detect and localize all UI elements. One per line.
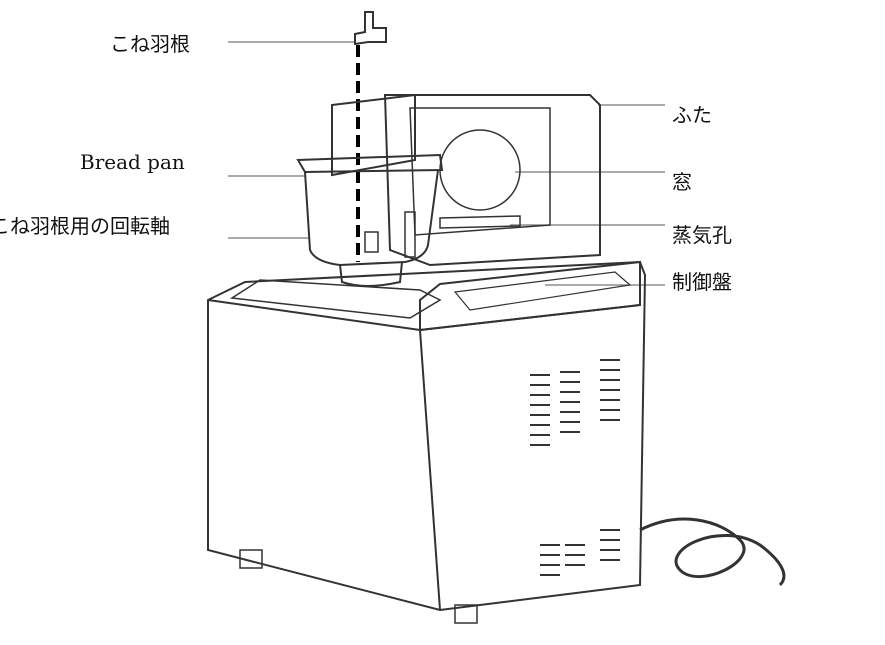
lid xyxy=(383,94,601,267)
label-lid: ふた xyxy=(672,103,712,127)
air-vents xyxy=(530,359,620,576)
label-window: 窓 xyxy=(672,170,692,194)
steam-vent xyxy=(439,215,521,229)
leader-lines xyxy=(228,41,665,286)
control-panel xyxy=(419,260,641,332)
window xyxy=(439,129,521,211)
blade-shaft xyxy=(364,231,379,253)
label-kneading-blade: こね羽根 xyxy=(110,32,190,56)
power-cord xyxy=(639,517,786,587)
bread-pan xyxy=(296,93,444,287)
label-steam-vent: 蒸気孔 xyxy=(672,223,732,247)
label-blade-shaft: こね羽根用の回転軸 xyxy=(0,214,170,238)
label-bread-pan: Bread pan xyxy=(80,150,185,174)
kneading-blade xyxy=(354,11,387,46)
main-body xyxy=(207,260,647,624)
label-control-panel: 制御盤 xyxy=(672,270,732,294)
